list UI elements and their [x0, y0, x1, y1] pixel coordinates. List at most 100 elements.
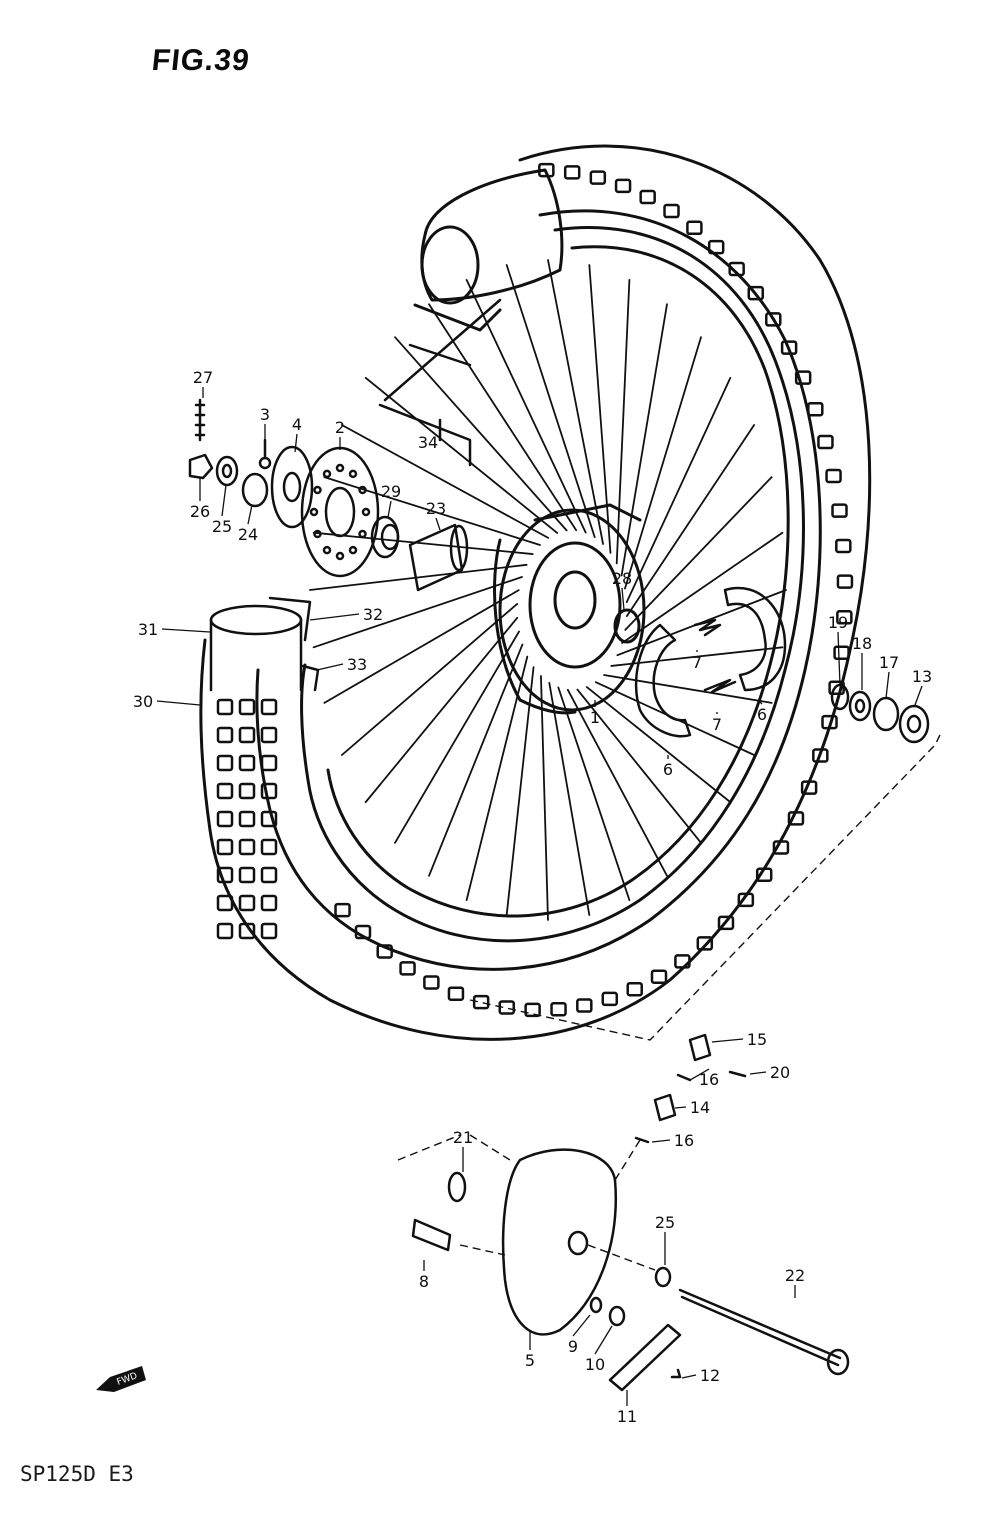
tread-block: [260, 754, 278, 772]
brake-shoes: [634, 586, 787, 738]
spoke: [364, 376, 559, 534]
tread-block: [836, 610, 853, 625]
callout-number: 30: [133, 692, 153, 711]
tread-block: [576, 998, 593, 1013]
tread-block: [260, 810, 278, 828]
tread-block: [836, 574, 854, 589]
right-bearings: [830, 683, 930, 744]
callout-c4: 4: [292, 415, 302, 453]
tread-block: [755, 867, 773, 882]
spoke: [340, 602, 519, 756]
tread-block: [238, 810, 256, 828]
tread-block: [707, 239, 725, 255]
tread-block: [238, 754, 256, 772]
callout-number: 9: [568, 1337, 578, 1356]
leader-line: [156, 700, 201, 706]
tread-block: [780, 340, 798, 355]
spoke: [615, 279, 631, 565]
callout-number: 29: [381, 482, 401, 501]
spoke: [465, 279, 587, 534]
tread-block: [238, 866, 256, 884]
tread-block: [626, 981, 643, 997]
rim: [300, 226, 805, 943]
callout-number: 19: [828, 613, 848, 632]
spoke: [312, 576, 523, 649]
tread-block: [260, 698, 278, 716]
tread-block: [563, 165, 581, 180]
tread-block: [787, 811, 805, 826]
tread-block: [717, 915, 735, 931]
callout-c7a: 7: [692, 650, 702, 672]
spoke: [624, 336, 702, 590]
callout-c34: 34: [418, 433, 438, 452]
callout-number: 20: [770, 1063, 790, 1082]
tread-block: [821, 714, 838, 730]
tread-block: [260, 726, 278, 744]
tread-block: [216, 726, 234, 744]
callout-number: 2: [335, 418, 345, 437]
leader-line: [711, 1038, 744, 1043]
tread-block: [447, 986, 465, 1001]
callout-c16a: 16: [689, 1068, 719, 1089]
disc-hole: [358, 485, 367, 495]
callout-c13: 13: [912, 667, 932, 706]
disc-hole: [335, 463, 345, 473]
tread-block: [833, 645, 850, 661]
spoke: [505, 666, 535, 916]
tread-block: [524, 1002, 541, 1018]
callout-c10: 10: [585, 1325, 613, 1374]
callout-number: 31: [138, 620, 158, 639]
callout-c25b: 25: [655, 1213, 675, 1265]
leader-line: [689, 1068, 710, 1081]
tread-block: [238, 838, 256, 856]
leader-line: [681, 1374, 697, 1379]
tread-block: [674, 954, 691, 969]
callout-c6a: 6: [663, 755, 673, 779]
tread-block: [825, 468, 842, 484]
disc-hole: [348, 545, 358, 555]
spoke: [620, 303, 668, 577]
axis-lines: [397, 734, 941, 1271]
tread-block: [216, 782, 234, 800]
leader-line: [387, 500, 392, 518]
disc-hole: [313, 485, 322, 495]
callout-number: 23: [426, 499, 446, 518]
disc-hole: [322, 469, 332, 479]
callout-number: 16: [674, 1131, 694, 1150]
callout-number: 10: [585, 1355, 605, 1374]
tread-block: [376, 944, 393, 959]
callout-c23: 23: [426, 499, 446, 531]
callout-c5: 5: [525, 1330, 535, 1370]
tread-block: [260, 866, 278, 884]
callout-number: 6: [663, 760, 673, 779]
tread-block: [399, 961, 416, 976]
leader-line: [674, 1106, 687, 1109]
spoke: [505, 264, 596, 539]
leader-line: [837, 631, 841, 686]
callout-number: 3: [260, 405, 270, 424]
spoke: [603, 674, 773, 704]
fwd-arrow-icon: FWD: [96, 1366, 146, 1392]
callout-number: 1: [590, 708, 600, 727]
callout-c16b: 16: [651, 1131, 694, 1150]
spoke: [566, 688, 668, 877]
callout-number: 7: [692, 653, 702, 672]
leader-line: [221, 484, 227, 517]
tread-block: [686, 220, 703, 236]
callout-number: 12: [700, 1366, 720, 1385]
leader-line: [651, 1139, 671, 1143]
spoke: [323, 589, 520, 704]
tread-block: [216, 754, 234, 772]
tread-block: [835, 538, 852, 554]
tread-block: [765, 312, 782, 327]
tread-block: [812, 748, 829, 763]
leader-line: [161, 628, 211, 633]
callout-number: 21: [453, 1128, 473, 1147]
leader-line: [757, 699, 763, 705]
tread-block: [747, 285, 765, 301]
callout-c29: 29: [381, 482, 401, 518]
callout-number: 17: [879, 653, 899, 672]
callout-number: 33: [347, 655, 367, 674]
leader-line: [435, 517, 441, 531]
